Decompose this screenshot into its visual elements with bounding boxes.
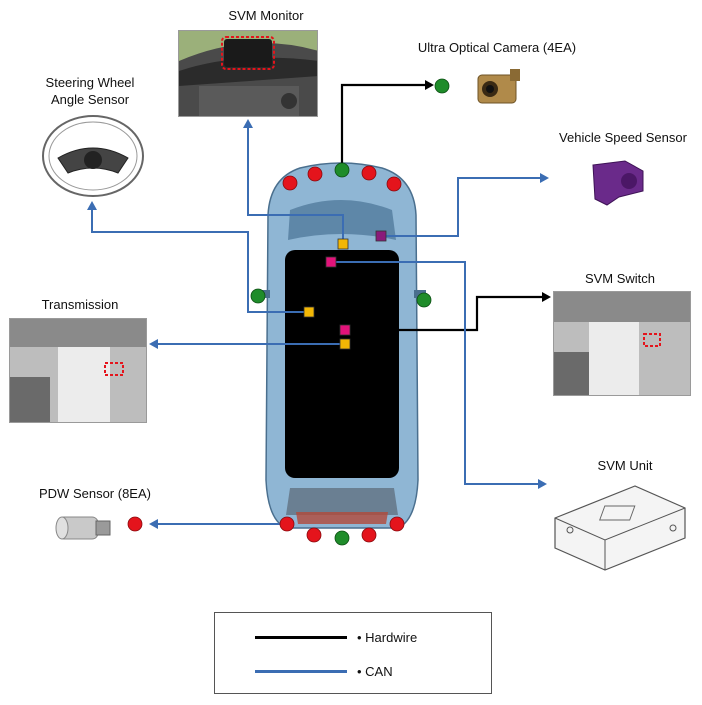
steering-sensor-label-line1: Steering Wheel (45, 75, 135, 90)
svm-monitor-label: SVM Monitor (228, 8, 304, 23)
pdw-dot-rear-1 (279, 516, 295, 532)
camera-dot-rear (334, 530, 350, 546)
pdw-dots (127, 165, 405, 543)
pdw-sensor-label: PDW Sensor (8EA) (39, 486, 151, 501)
camera-dot-legend (434, 78, 450, 94)
pdw-dot-front-1 (282, 175, 298, 191)
legend-can-line (255, 669, 347, 673)
steering-sensor-label-line2: Angle Sensor (50, 92, 130, 107)
can-speed-line (381, 177, 540, 237)
legend-hardwire-row: • Hardwire (255, 629, 417, 645)
can-pdw-arrow (149, 519, 158, 529)
legend-can-row: • CAN (255, 663, 393, 679)
svm-switch-label: SVM Switch (584, 271, 656, 286)
pdw-sensor-image (55, 516, 111, 540)
camera-dot-left (250, 288, 266, 304)
camera-photo (470, 65, 525, 110)
pdw-sensor-photo (52, 505, 117, 550)
connector-pink-middle (339, 324, 351, 336)
steering-wheel-photo (38, 108, 148, 203)
legend-hardwire-line (255, 635, 347, 639)
pdw-dot-front-3 (361, 165, 377, 181)
ultra-camera-label: Ultra Optical Camera (4EA) (417, 40, 577, 55)
can-unit-arrow (538, 479, 547, 489)
connector-yellow-middle (339, 338, 351, 350)
connectors (303, 230, 387, 350)
can-monitor-line (247, 128, 344, 244)
can-transmission-arrow (149, 339, 158, 349)
legend: • Hardwire • CAN (214, 612, 492, 694)
hardwire-lines (340, 80, 551, 332)
connector-pink-front (325, 256, 337, 268)
svm-monitor-photo (178, 30, 318, 117)
camera-image (477, 69, 520, 104)
can-monitor-arrow (243, 119, 253, 128)
can-steering-arrow (87, 201, 97, 210)
gearshift-image (10, 319, 146, 422)
transmission-photo (9, 318, 147, 423)
pdw-dot-rear-3 (361, 527, 377, 543)
connector-yellow-side (303, 306, 315, 318)
ecu-image (554, 485, 686, 571)
legend-can-label: • CAN (357, 663, 393, 679)
svm-unit-photo (545, 478, 695, 578)
camera-dots (250, 78, 450, 546)
can-lines (87, 119, 549, 529)
console-image (554, 292, 690, 395)
hardwire-camera-arrow (425, 80, 434, 90)
pdw-dot-front-4 (386, 176, 402, 192)
connector-yellow-front (337, 238, 349, 250)
svm-unit-label: SVM Unit (597, 458, 653, 473)
can-unit-line (331, 261, 538, 485)
transmission-label: Transmission (41, 297, 119, 312)
connector-purple (375, 230, 387, 242)
can-speed-arrow (540, 173, 549, 183)
pdw-dot-front-2 (307, 166, 323, 182)
camera-dot-front (334, 162, 350, 178)
svm-switch-photo (553, 291, 691, 396)
pdw-dot-rear-4 (389, 516, 405, 532)
hardwire-switch-line (385, 295, 542, 332)
legend-hardwire-label: • Hardwire (357, 629, 418, 645)
can-steering-line (91, 210, 310, 313)
dashboard-image (179, 31, 317, 116)
speed-sensor-photo (585, 155, 650, 210)
hardwire-switch-arrow (542, 292, 551, 302)
hardwire-camera-line (340, 83, 425, 170)
speed-sensor-image (592, 160, 644, 206)
vehicle-speed-sensor-label: Vehicle Speed Sensor (559, 130, 687, 145)
camera-dot-right (416, 292, 432, 308)
steering-wheel-image (42, 115, 144, 197)
pdw-dot-legend (127, 516, 143, 532)
pdw-dot-rear-2 (306, 527, 322, 543)
